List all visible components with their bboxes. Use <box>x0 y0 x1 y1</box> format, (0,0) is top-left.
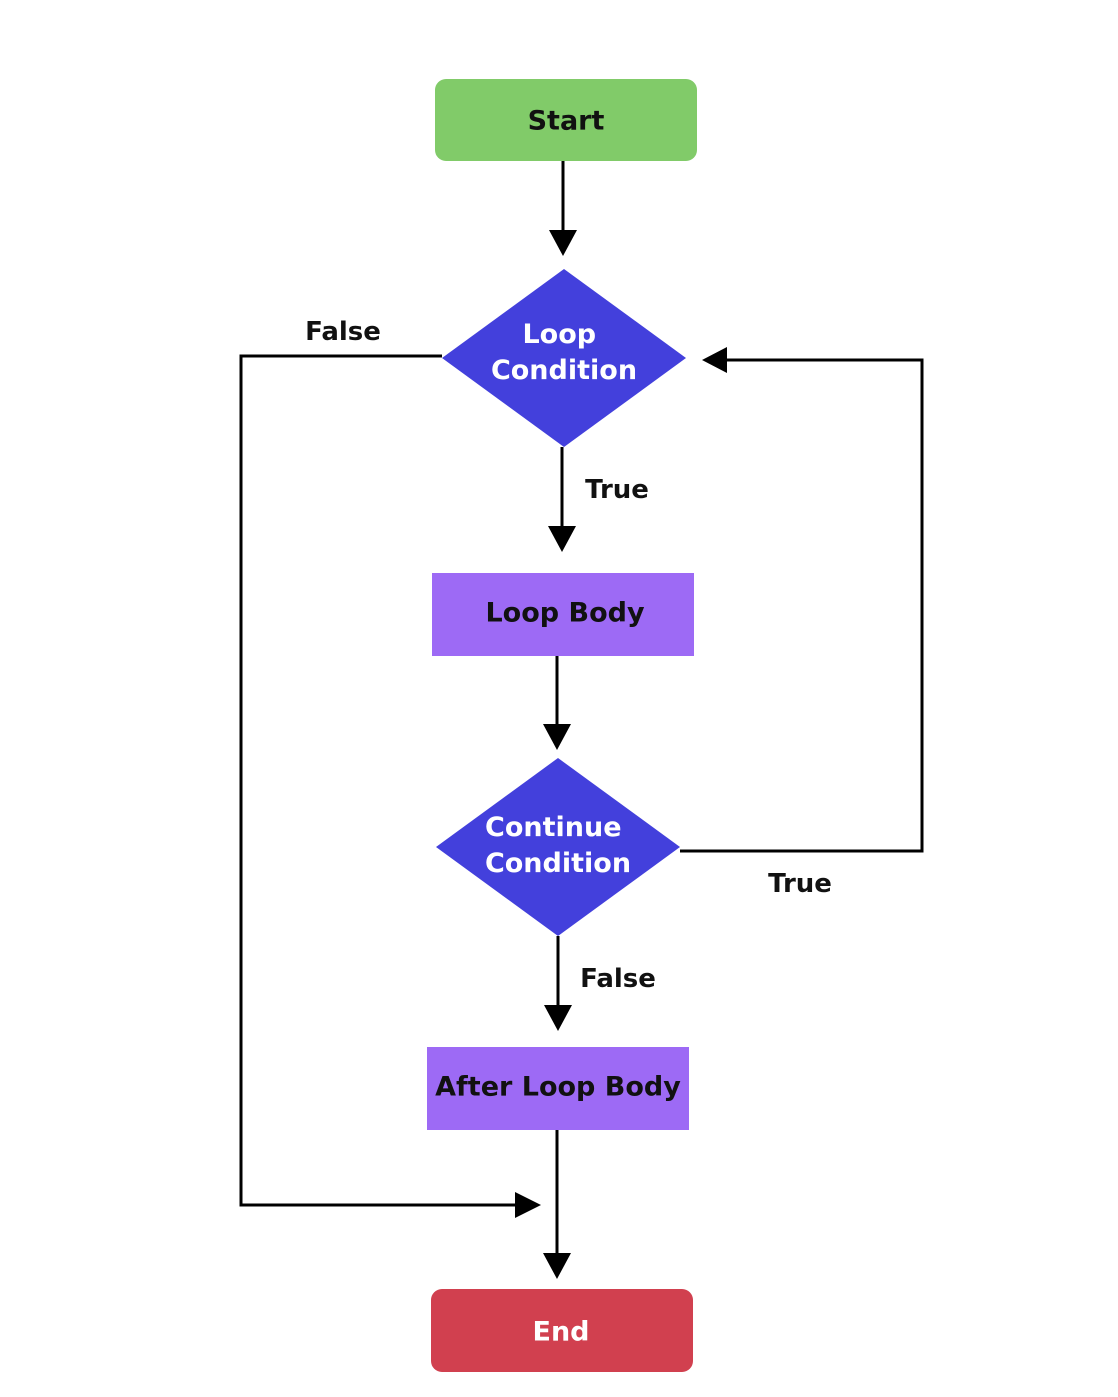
loop-condition-label-line2: Condition <box>491 355 637 386</box>
after-loop-to-end-arrowhead <box>543 1253 571 1279</box>
continue-condition-label: Continue Condition <box>485 812 631 879</box>
loop-false-bypass-line <box>239 354 518 1207</box>
continue-true-loop-back-arrowhead <box>702 347 727 373</box>
continue-condition-node: Continue Condition <box>436 758 680 936</box>
continue-condition-shape <box>436 758 680 936</box>
body-to-continue-condition-arrowhead <box>543 724 571 750</box>
loop-body-shape <box>432 573 694 656</box>
continue-to-after-loop-arrowhead <box>544 1005 572 1031</box>
end-node-label: End <box>533 1317 590 1348</box>
continue-condition-label-line2: Condition <box>485 848 631 879</box>
loop-condition-label-line1: Loop <box>522 319 596 350</box>
continue-true-label: True <box>768 869 832 899</box>
loop-condition-shape <box>442 269 686 447</box>
loop-false-bypass-arrowhead <box>515 1192 541 1218</box>
loop-body-label: Loop Body <box>485 598 644 629</box>
continue-condition-label-line1: Continue <box>485 812 622 843</box>
end-node-shape <box>431 1289 693 1372</box>
loop-condition-to-body-arrowhead <box>548 526 576 552</box>
loop-condition-node: Loop Condition <box>442 269 686 447</box>
after-loop-body-node: After Loop Body <box>427 1047 689 1130</box>
start-node-shape <box>435 79 697 161</box>
start-to-loop-condition-arrowhead <box>549 230 577 256</box>
start-node: Start <box>435 79 697 161</box>
loop-false-label: False <box>305 317 381 347</box>
end-node: End <box>431 1289 693 1372</box>
start-node-label: Start <box>528 106 605 137</box>
after-loop-body-shape <box>427 1047 689 1130</box>
loop-true-label: True <box>585 475 649 505</box>
continue-true-loop-back-line <box>680 358 924 853</box>
loop-body-node: Loop Body <box>432 573 694 656</box>
after-loop-body-label: After Loop Body <box>435 1072 681 1103</box>
loop-condition-label: Loop Condition <box>491 319 637 386</box>
continue-false-label: False <box>580 964 656 994</box>
